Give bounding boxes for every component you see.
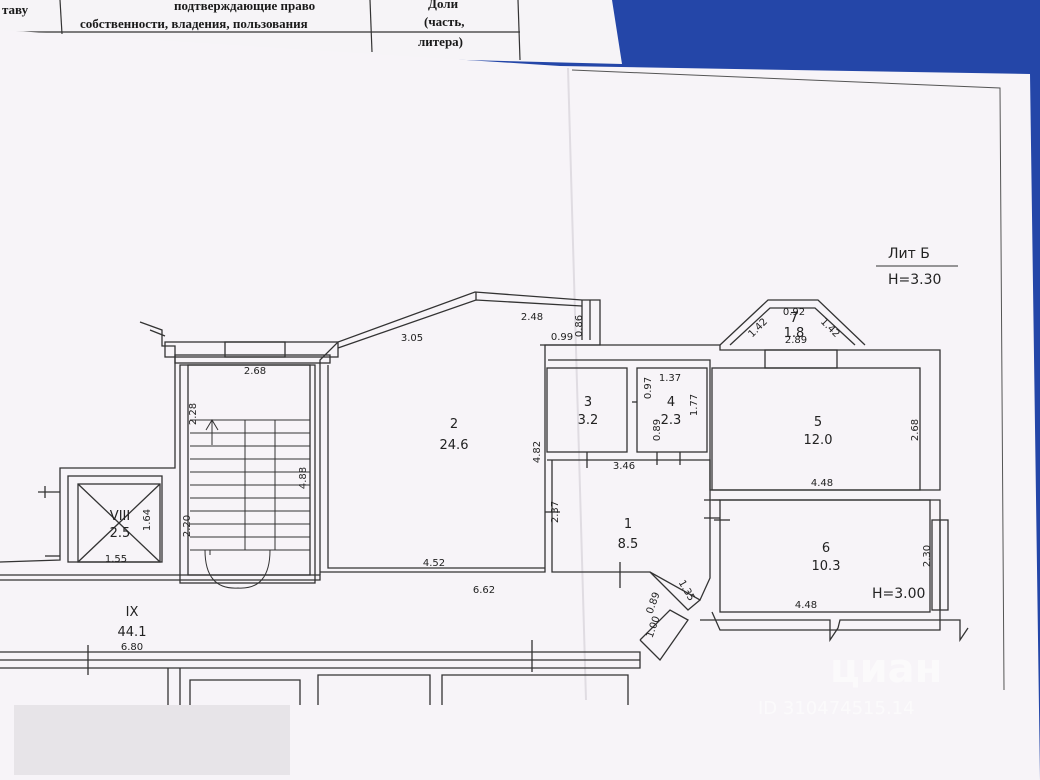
dim-4-82: 4.82: [532, 441, 543, 463]
header-col3-line3: литера): [418, 34, 463, 49]
room-viii-area: 2.5: [110, 526, 131, 541]
dim-6-62: 6.62: [473, 585, 495, 596]
dim-3-05: 3.05: [401, 333, 423, 344]
dim-2-48: 2.48: [521, 312, 543, 323]
dim-2-37: 2.37: [550, 501, 561, 523]
room-ix-number: IX: [126, 605, 139, 620]
dim-3-46: 3.46: [613, 461, 635, 472]
room-7-number: 7: [790, 311, 798, 326]
header-col3-line1: Доли: [428, 0, 459, 11]
dim-4-88: 4.88: [298, 467, 309, 489]
room-7-area: 1.8: [784, 326, 805, 341]
room-3-number: 3: [584, 395, 592, 410]
dim-1-77: 1.77: [689, 394, 700, 416]
room-1-number: 1: [624, 517, 632, 532]
room-6-area: 10.3: [812, 559, 841, 574]
height-main: H=3.30: [888, 272, 941, 288]
sheet-border: [571, 69, 1005, 691]
dim-6-80: 6.80: [121, 642, 143, 653]
watermark-id: ID 310474515.14: [758, 698, 915, 719]
room-5-area: 12.0: [804, 433, 833, 448]
room-ix-area: 44.1: [118, 625, 147, 640]
header-table: [0, 0, 521, 61]
header-col2-line2: собственности, владения, пользования: [80, 16, 308, 31]
dim-4-48-room6: 4.48: [795, 600, 817, 611]
dim-0-99: 0.99: [551, 332, 573, 343]
watermark-brand: циан: [830, 646, 942, 692]
room-6-number: 6: [822, 541, 830, 556]
room-4-area: 2.3: [661, 413, 682, 428]
dim-0-97: 0.97: [643, 377, 654, 399]
dim-0-89-room4: 0.89: [652, 419, 663, 441]
lit-label: Лит Б: [888, 246, 930, 262]
blurred-strip: [14, 705, 290, 775]
dim-2-20: 2.20: [182, 515, 193, 537]
dim-4-52: 4.52: [423, 558, 445, 569]
room-5-number: 5: [814, 415, 822, 430]
room-2-area: 24.6: [440, 438, 469, 453]
dim-2-28: 2.28: [188, 403, 199, 425]
header-col2-line1: подтверждающие право: [174, 0, 315, 13]
height-room6: H=3.00: [872, 586, 925, 602]
dim-0-92: 0.92: [783, 307, 805, 318]
dim-1-37: 1.37: [659, 373, 681, 384]
header-col3-line2: (часть,: [424, 14, 464, 29]
dim-2-68-room5: 2.68: [910, 419, 921, 441]
dim-2-89: 2.89: [785, 335, 807, 346]
sheet-fold: [567, 67, 587, 701]
room-4-number: 4: [667, 395, 675, 410]
floor-plan-walls: [0, 291, 969, 705]
dim-2-68-top: 2.68: [244, 366, 266, 377]
dim-2-30: 2.30: [922, 545, 933, 567]
dim-1-64: 1.64: [142, 509, 153, 531]
plan-sheet: [0, 30, 1040, 780]
room-viii-number: VIII: [110, 509, 130, 524]
header-col1: таву: [2, 2, 29, 17]
dim-1-55: 1.55: [105, 554, 127, 565]
dim-4-48-room5: 4.48: [811, 478, 833, 489]
room-3-area: 3.2: [578, 413, 599, 428]
room-2-number: 2: [450, 417, 458, 432]
dim-0-86: 0.86: [574, 315, 585, 337]
room-1-area: 8.5: [618, 537, 639, 552]
watermark: циан ID 310474515.14: [758, 646, 942, 719]
